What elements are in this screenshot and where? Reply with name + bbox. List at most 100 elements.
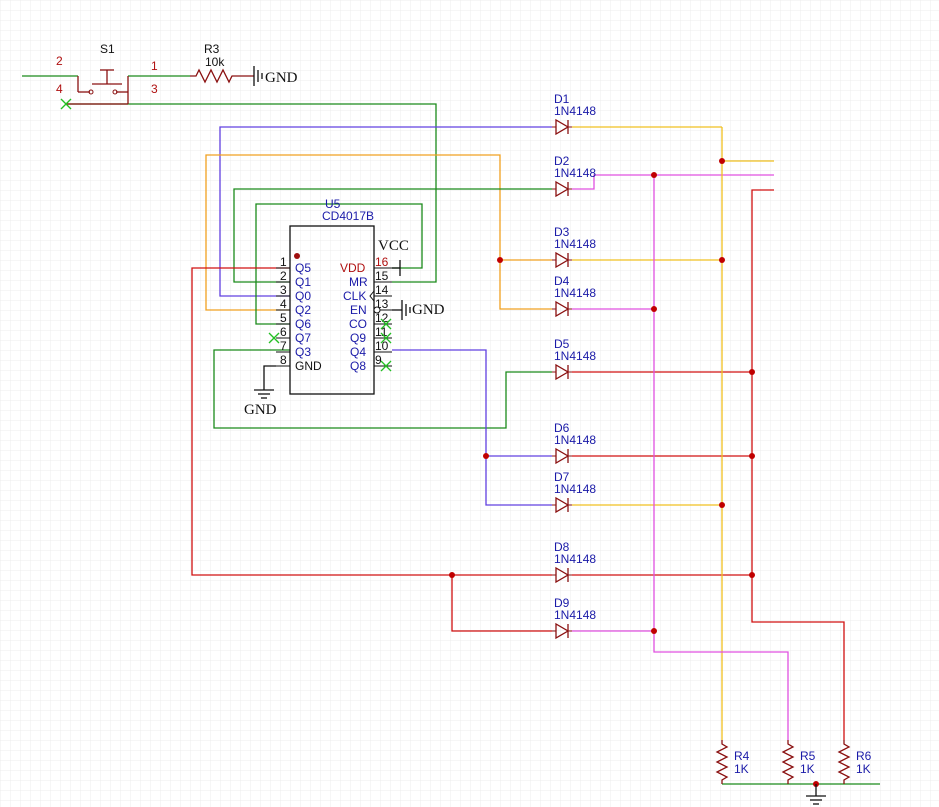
vcc-label: VCC <box>378 238 409 254</box>
ic-pin-num: 10 <box>375 339 389 353</box>
ic-pin-num: 11 <box>375 325 388 339</box>
diode-ref: D3 <box>554 225 570 239</box>
r3-ref: R3 <box>204 42 220 56</box>
ic-u5[interactable]: U5 CD4017B 1 Q5 2 Q1 3 Q0 <box>244 197 445 418</box>
ic-pin-num: 15 <box>375 269 389 283</box>
ground-icon <box>392 300 411 320</box>
junction-dot <box>749 369 755 375</box>
ic-pin-name: EN <box>350 303 367 317</box>
diode-ref: D2 <box>554 154 570 168</box>
switch-pin-2: 2 <box>56 54 63 68</box>
en-bubble <box>373 306 381 314</box>
wire-q4-d6-d7[interactable] <box>392 349 552 457</box>
ic-part: CD4017B <box>322 209 374 223</box>
ic-pin-num: 14 <box>375 283 389 297</box>
no-connect-icon <box>268 318 392 372</box>
r3-value: 10k <box>205 55 225 69</box>
r3-gnd-label: GND <box>265 70 298 86</box>
ic-pin-name: Q9 <box>350 331 366 345</box>
junction-dot <box>483 453 489 459</box>
wire-q2-d4[interactable] <box>499 260 552 310</box>
wire-q5-d9[interactable] <box>451 575 552 632</box>
wire-d2-out[interactable] <box>572 174 774 190</box>
diode-ref: D9 <box>554 596 570 610</box>
ic-pin-name: CO <box>349 317 367 331</box>
switch-pin-4: 4 <box>56 82 63 96</box>
wire-q0-d1[interactable] <box>219 126 552 297</box>
diode-part: 1N4148 <box>554 608 596 622</box>
wire-q1-d2[interactable] <box>233 188 552 283</box>
switch-ref: S1 <box>100 42 115 56</box>
diode-part: 1N4148 <box>554 104 596 118</box>
no-connect-icon <box>60 98 72 110</box>
junction-dot <box>651 306 657 312</box>
ic-pin-name: Q4 <box>350 345 366 359</box>
junction-dot <box>449 572 455 578</box>
ic-pin-name: CLK <box>343 289 366 303</box>
wire-q4-d7[interactable] <box>485 456 552 506</box>
ic-pin-num: 5 <box>280 311 287 325</box>
junctions <box>449 158 819 787</box>
diode-part: 1N4148 <box>554 349 596 363</box>
ic-pin-num: 8 <box>280 353 287 367</box>
junction-dot <box>749 453 755 459</box>
switch-pin-3: 3 <box>151 82 158 96</box>
ic-pin-name: Q3 <box>295 345 311 359</box>
wire-reset[interactable] <box>66 103 437 283</box>
pin1-marker <box>294 253 300 259</box>
ic-pin-name: Q8 <box>350 359 366 373</box>
en-gnd-label: GND <box>412 302 445 318</box>
diode-ref: D7 <box>554 470 570 484</box>
diodes: D11N4148D21N4148D31N4148D41N4148D51N4148… <box>552 92 596 640</box>
ic-pin-num: 9 <box>375 353 382 367</box>
resistor-value: 1K <box>856 762 871 776</box>
ic-pin-num: 2 <box>280 269 287 283</box>
wires <box>22 75 880 785</box>
diode-ref: D6 <box>554 421 570 435</box>
ic-ref: U5 <box>325 197 341 211</box>
diode-ref: D8 <box>554 540 570 554</box>
ic-pin-num: 1 <box>280 255 287 269</box>
wire-q3-d5[interactable] <box>213 349 552 429</box>
wire-q2-d3-d4[interactable] <box>205 154 552 311</box>
wire-q6-loop[interactable] <box>255 203 423 325</box>
junction-dot <box>497 257 503 263</box>
ic-pin-num: 7 <box>280 339 287 353</box>
resistor-body <box>781 740 795 784</box>
bus-red[interactable] <box>751 189 845 740</box>
ic-pin-name: Q0 <box>295 289 311 303</box>
ic-pin-num: 4 <box>280 297 287 311</box>
junction-dot <box>651 172 657 178</box>
ground-icon <box>254 365 276 399</box>
diode-part: 1N4148 <box>554 433 596 447</box>
ic-pin-name: MR <box>349 275 368 289</box>
wire-q5-d8-d9[interactable] <box>191 267 552 576</box>
resistor-body <box>837 740 851 784</box>
ic-pin-num: 16 <box>375 255 389 269</box>
resistor-r3[interactable]: R3 10k GND <box>190 42 298 86</box>
bus-magenta[interactable] <box>653 175 789 740</box>
junction-dot <box>651 628 657 634</box>
diode-part: 1N4148 <box>554 166 596 180</box>
diode-part: 1N4148 <box>554 286 596 300</box>
diode-ref: D4 <box>554 274 570 288</box>
switch-s1[interactable]: S1 2 4 1 3 <box>56 42 158 110</box>
ground-icon <box>253 66 263 86</box>
resistor-ref: R5 <box>800 749 816 763</box>
junction-dot <box>719 158 725 164</box>
